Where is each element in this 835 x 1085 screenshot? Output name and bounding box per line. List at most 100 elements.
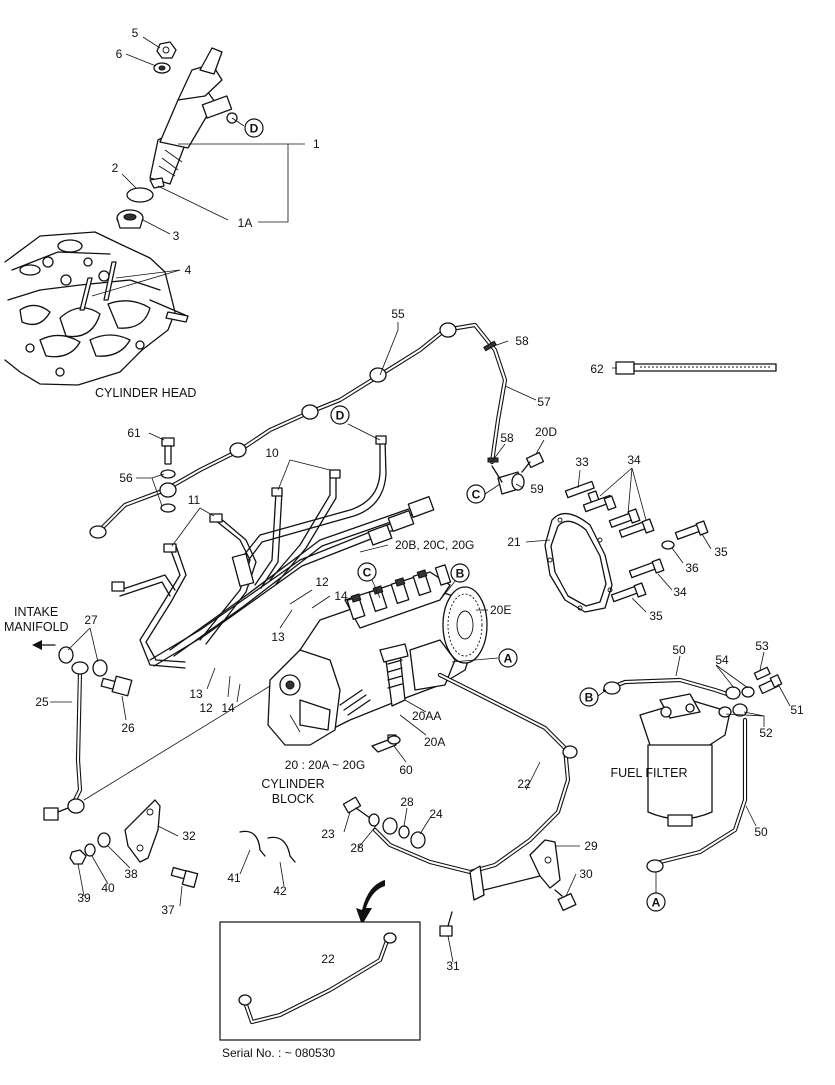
- inset-detail-box: [219, 921, 421, 1041]
- callout-25: 25: [35, 695, 49, 709]
- callout-29: 29: [584, 839, 598, 853]
- callout-30: 30: [579, 867, 593, 881]
- fittings-51-54: [718, 666, 783, 718]
- callout-20E: 20E: [490, 603, 511, 617]
- label-cylinder: CYLINDER: [261, 777, 324, 791]
- bolt-20D: [521, 451, 545, 473]
- callout-2: 2: [112, 161, 119, 175]
- callout-33: 33: [575, 455, 589, 469]
- bracket-32: [124, 799, 161, 863]
- fuel-return-pipe-55: [89, 322, 508, 539]
- label-manifold: MANIFOLD: [4, 620, 69, 634]
- ref-label-B: B: [456, 567, 465, 581]
- o-ring-2: [126, 187, 154, 203]
- ref-label-C: C: [472, 488, 481, 502]
- callout-14: 14: [221, 701, 235, 715]
- callout-12: 12: [199, 701, 213, 715]
- callout-26: 26: [121, 721, 135, 735]
- callout-56: 56: [119, 471, 133, 485]
- callout-13: 13: [271, 630, 285, 644]
- callout-36: 36: [685, 561, 699, 575]
- fuel-filter: [639, 693, 731, 827]
- callout-35: 35: [714, 545, 728, 559]
- ref-C-pump: C: [357, 562, 381, 599]
- ref-A-filter: A: [646, 872, 666, 912]
- ref-C-right: C: [466, 483, 501, 504]
- stud-bolts-4: [79, 261, 117, 311]
- callout-34: 34: [673, 585, 687, 599]
- cable-tie-62: [615, 361, 777, 375]
- label-cylinder-head: CYLINDER HEAD: [95, 386, 196, 400]
- callout-12: 12: [315, 575, 329, 589]
- ref-label-A: A: [652, 896, 661, 910]
- injection-pump-20: [267, 564, 488, 753]
- callout-20: 20 : 20A ~ 20G: [285, 758, 365, 772]
- callout-27: 27: [84, 613, 98, 627]
- callout-60: 60: [399, 763, 413, 777]
- callout-59: 59: [530, 482, 544, 496]
- ref-B-pump: B: [439, 563, 470, 601]
- callout-53: 53: [755, 639, 769, 653]
- bracket-29: [529, 839, 561, 889]
- callout-62: 62: [590, 362, 604, 376]
- callout-20AA: 20AA: [412, 709, 441, 723]
- fuel-hose-50: [602, 677, 748, 873]
- callout-20B-20C-20G: 20B, 20C, 20G: [395, 538, 474, 552]
- callout-35: 35: [649, 609, 663, 623]
- callout-22: 22: [517, 777, 531, 791]
- callout-40: 40: [101, 881, 115, 895]
- callout-38: 38: [124, 867, 138, 881]
- banjo-59: [491, 465, 525, 495]
- bolt-31: [439, 911, 453, 937]
- callout-numbers: 5 6 1 1A 2 3 4 55 58 57 58 20D 59 62 61 …: [35, 26, 804, 973]
- fittings-23-24-28: [342, 796, 426, 849]
- text-labels: CYLINDER HEAD INTAKE MANIFOLD CYLINDER B…: [4, 386, 688, 1060]
- callout-58: 58: [515, 334, 529, 348]
- ref-label-B: B: [585, 691, 594, 705]
- injector-assembly: [149, 47, 238, 189]
- ref-label-D: D: [336, 409, 345, 423]
- detail-arrow: [356, 880, 385, 925]
- timing-gear-20E: [442, 586, 488, 664]
- ref-D-top: D: [231, 117, 264, 138]
- washer-6: [153, 62, 171, 74]
- callout-57: 57: [537, 395, 551, 409]
- callout-32: 32: [182, 829, 196, 843]
- gasket-21: [544, 513, 613, 613]
- callout-20A: 20A: [424, 735, 445, 749]
- clamp-bracket: [469, 865, 541, 901]
- callout-31: 31: [446, 959, 460, 973]
- callout-54: 54: [715, 653, 729, 667]
- callout-51: 51: [790, 703, 804, 717]
- ref-B-filter: B: [579, 687, 607, 707]
- callout-50: 50: [754, 825, 768, 839]
- callout-5: 5: [132, 26, 139, 40]
- pipe-25: [67, 661, 271, 814]
- seat-3: [116, 209, 144, 229]
- callout-10: 10: [265, 446, 279, 460]
- ref-label-A: A: [504, 652, 513, 666]
- callout-28: 28: [350, 841, 364, 855]
- callout-61: 61: [127, 426, 141, 440]
- ref-label-C: C: [363, 566, 372, 580]
- callout-34: 34: [627, 453, 641, 467]
- ref-D-mid: D: [330, 405, 381, 441]
- clips-41-42: [239, 830, 296, 863]
- fasteners-37-40: [69, 832, 199, 888]
- callout-1A: 1A: [238, 216, 253, 230]
- ref-label-D: D: [250, 122, 259, 136]
- callout-28: 28: [400, 795, 414, 809]
- callout-6: 6: [116, 47, 123, 61]
- callout-14: 14: [334, 589, 348, 603]
- cylinder-head: [4, 231, 189, 386]
- callout-11: 11: [188, 493, 201, 507]
- callout-52: 52: [759, 726, 773, 740]
- callout-42: 42: [273, 884, 287, 898]
- callout-41: 41: [227, 871, 241, 885]
- washers-27: [58, 646, 108, 677]
- callout-58: 58: [500, 431, 514, 445]
- intake-manifold-arrow: [32, 640, 56, 650]
- fuel-line-22: [372, 672, 578, 875]
